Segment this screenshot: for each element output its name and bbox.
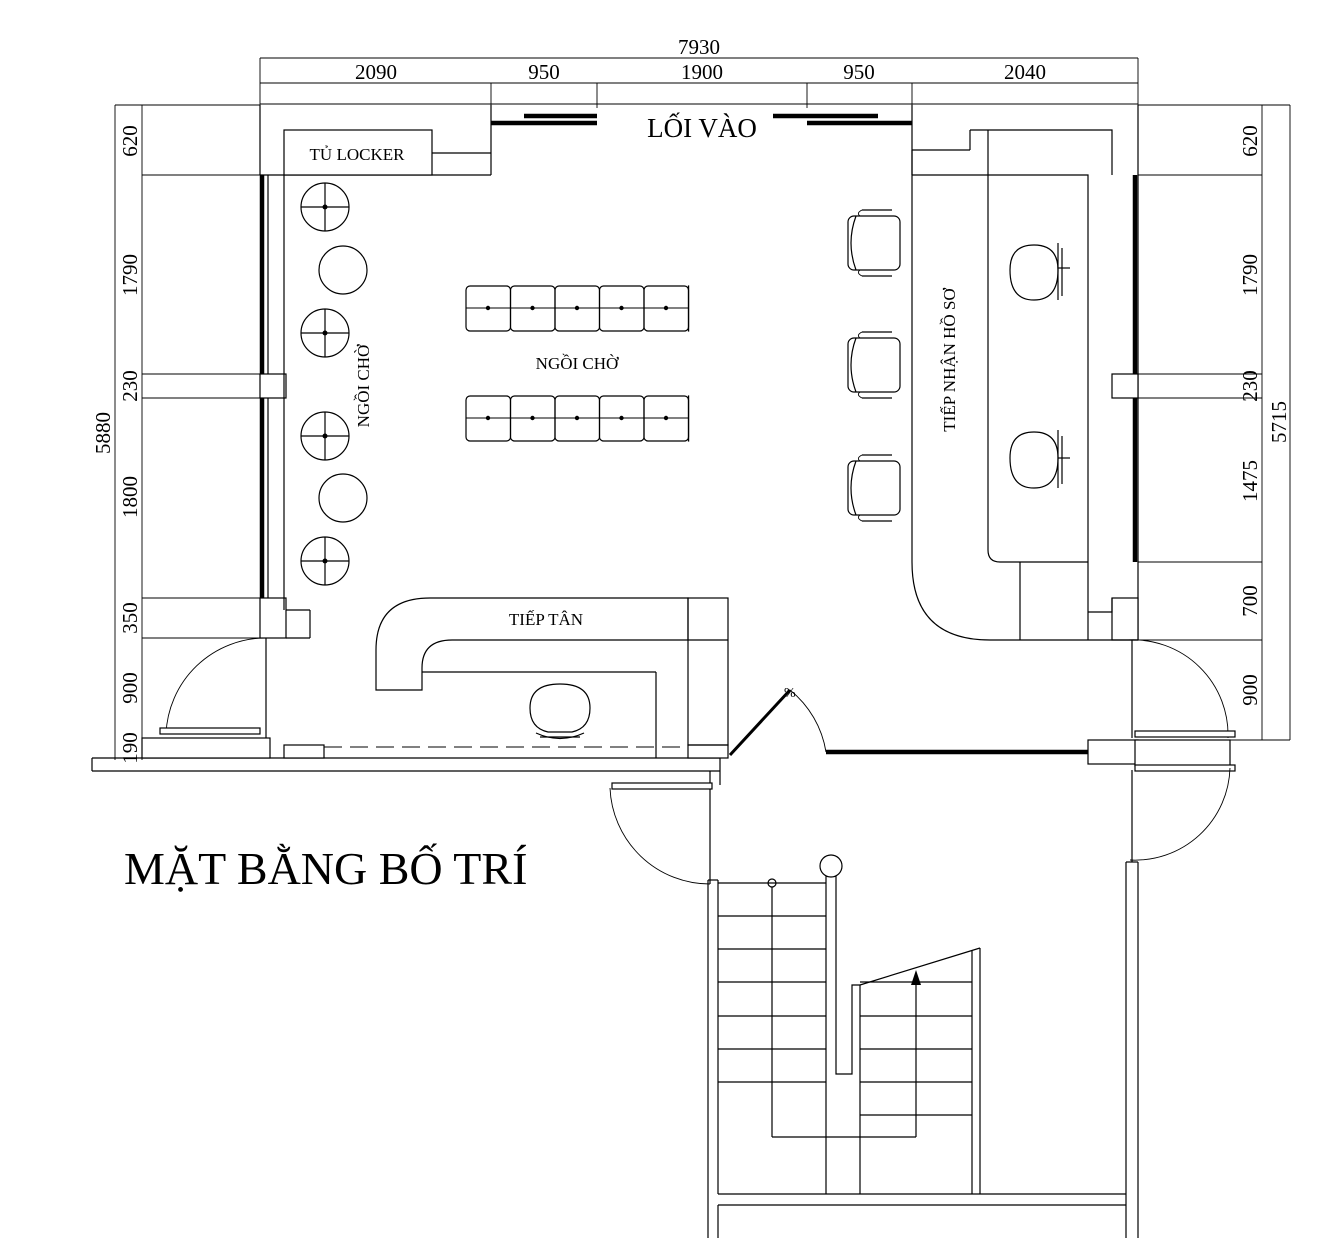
top-dim-5: 2040 <box>1004 60 1046 84</box>
stool-1 <box>300 182 350 232</box>
right-dimensions: 5715 620 1790 230 1475 700 900 <box>1138 104 1291 741</box>
document-intake-counter: TIẾP NHẬN HỒ SƠ <box>911 129 1138 641</box>
center-waiting-label: NGỒI CHỜ <box>536 354 619 373</box>
left-dim-5: 350 <box>118 602 142 634</box>
right-total-dim: 5715 <box>1267 401 1291 443</box>
center-waiting-benches: NGỒI CHỜ <box>465 285 690 442</box>
right-dim-4: 1475 <box>1238 460 1262 502</box>
right-dim-1: 620 <box>1238 125 1262 157</box>
stool-2 <box>318 245 368 295</box>
top-total-dim: 7930 <box>678 35 720 59</box>
entrance-label: LỐI VÀO <box>647 112 757 143</box>
right-dim-6: 900 <box>1238 674 1262 706</box>
locker-label: TỦ LOCKER <box>310 145 406 164</box>
walls <box>91 105 1231 785</box>
left-dim-1: 620 <box>118 125 142 157</box>
top-dim-3: 1900 <box>681 60 723 84</box>
bench-1 <box>465 285 690 332</box>
doors: % <box>159 637 1236 885</box>
svg-text:%: % <box>784 686 796 701</box>
right-dim-3: 230 <box>1238 370 1262 402</box>
left-waiting-label: NGỒI CHỜ <box>354 344 373 427</box>
left-dimensions: 5880 620 1790 230 1800 350 900 190 <box>91 104 262 764</box>
stool-group <box>300 182 368 586</box>
locker-cabinet: TỦ LOCKER <box>283 129 491 176</box>
stool-5 <box>318 473 368 523</box>
document-intake-label: TIẾP NHẬN HỒ SƠ <box>940 288 959 432</box>
top-dimensions: 7930 2090 950 1900 950 2040 <box>259 35 1139 175</box>
left-total-dim: 5880 <box>91 412 115 454</box>
staircase <box>707 854 1139 1238</box>
left-dim-6: 900 <box>118 672 142 704</box>
armchair-2 <box>847 331 901 399</box>
stool-3 <box>300 308 350 358</box>
reception-chair <box>529 683 591 740</box>
plan-title: MẶT BẰNG BỐ TRÍ <box>124 842 527 894</box>
bench-group <box>465 285 690 442</box>
stool-4 <box>300 411 350 461</box>
staff-chair-2 <box>1009 430 1070 489</box>
left-dim-4: 1800 <box>118 476 142 518</box>
right-dim-5: 700 <box>1238 585 1262 617</box>
left-dim-3: 230 <box>118 370 142 402</box>
staff-chair-1 <box>1009 243 1070 301</box>
armchair-3 <box>847 454 901 522</box>
top-dim-2: 950 <box>528 60 560 84</box>
stool-6 <box>300 536 350 586</box>
left-dim-2: 1790 <box>118 254 142 296</box>
bench-2 <box>465 395 690 442</box>
top-dim-1: 2090 <box>355 60 397 84</box>
left-waiting-area: NGỒI CHỜ <box>283 175 373 610</box>
reception-desk: TIẾP TÂN <box>375 597 729 758</box>
armchair-1 <box>847 209 901 277</box>
right-dim-2: 1790 <box>1238 254 1262 296</box>
top-dim-4: 950 <box>843 60 875 84</box>
reception-label: TIẾP TÂN <box>509 610 583 629</box>
left-dim-7: 190 <box>118 732 142 764</box>
stair-treads <box>718 915 972 1116</box>
armchair-group <box>847 209 901 522</box>
